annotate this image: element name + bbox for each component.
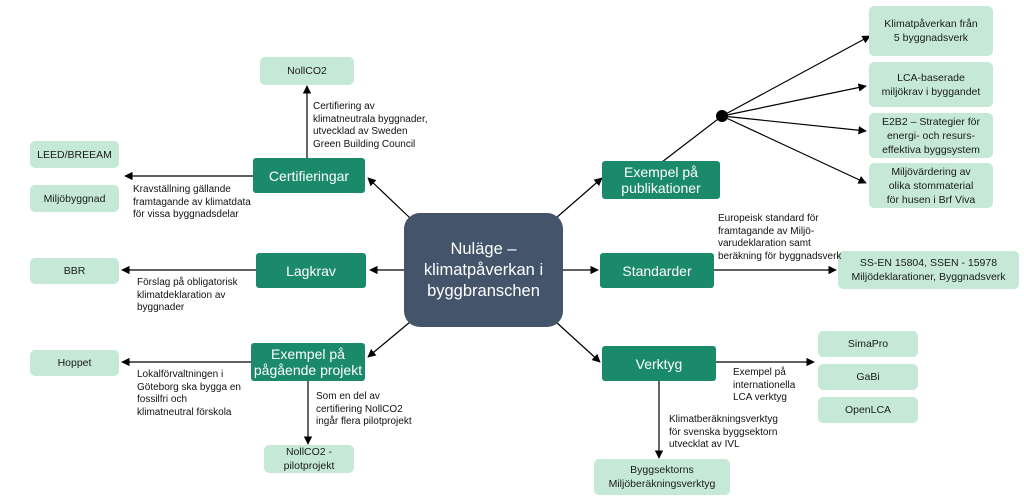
edge-center-pagaende	[367, 321, 411, 358]
leaf-openlca: OpenLCA	[818, 397, 918, 423]
category-standarder: Standarder	[600, 253, 714, 288]
category-lagkrav: Lagkrav	[256, 253, 366, 288]
edge-hub-pub3	[721, 115, 867, 135]
category-certifieringar: Certifieringar	[253, 158, 365, 193]
note-klimatberakningsverktyg: Klimatberäkningsverktyg för svenska bygg…	[669, 414, 778, 450]
leaf-gabi: GaBi	[818, 364, 918, 390]
edge-hub-pub2	[721, 83, 867, 117]
note-kravstallning: Kravställning gällande framtagande av kl…	[133, 184, 251, 220]
note-lokalforvaltningen: Lokalförvaltningen i Göteborg ska bygga …	[137, 369, 241, 418]
leaf-nollco2: NollCO2	[260, 57, 354, 85]
leaf-nollco2-pilotprojekt: NollCO2 - pilotprojekt	[264, 445, 354, 473]
note-lagkrav: Förslag på obligatorisk klimatdeklaratio…	[137, 277, 238, 313]
category-verktyg: Verktyg	[602, 346, 716, 381]
edge-center-publikationer	[555, 177, 603, 219]
leaf-leed-breeam: LEED/BREEAM	[30, 141, 119, 168]
edge-center-verktyg	[555, 321, 601, 363]
center-topic: Nuläge – klimatpåverkan i byggbranschen	[404, 213, 563, 327]
leaf-publication-1: Klimatpåverkan från 5 byggnadsverk	[869, 6, 993, 56]
note-pilotprojekt: Som en del av certifiering NollCO2 ingår…	[316, 391, 412, 427]
edge-publikationer-hub	[661, 115, 723, 163]
note-certifiering-nollco2: Certifiering av klimatneutrala byggnader…	[313, 101, 428, 150]
category-pagaende-projekt: Exempel på pågående projekt	[251, 343, 365, 381]
leaf-simapro: SimaPro	[818, 331, 918, 357]
note-internationella-lca: Exempel på internationella LCA verktyg	[733, 367, 796, 403]
leaf-publication-2: LCA-baserade miljökrav i byggandet	[869, 62, 993, 107]
edge-center-certifieringar	[367, 177, 411, 219]
note-standard: Europeisk standard för framtagande av Mi…	[718, 213, 842, 262]
leaf-byggsektorns-verktyg: Byggsektorns Miljöberäkningsverktyg	[594, 459, 730, 495]
edge-hub-pub1	[721, 35, 871, 117]
leaf-standard-ss-en: SS-EN 15804, SSEN - 15978 Miljödeklarati…	[838, 251, 1019, 289]
leaf-publication-3: E2B2 – Strategier för energi- och resurs…	[869, 113, 993, 158]
leaf-miljobyggnad: Miljöbyggnad	[30, 185, 119, 212]
leaf-publication-4: Miljövärdering av olika stommaterial för…	[869, 163, 993, 208]
edge-hub-pub4	[721, 115, 867, 184]
leaf-bbr: BBR	[30, 258, 119, 284]
publications-hub-dot	[716, 110, 728, 122]
leaf-hoppet: Hoppet	[30, 350, 119, 376]
category-publikationer: Exempel på publikationer	[602, 161, 720, 199]
